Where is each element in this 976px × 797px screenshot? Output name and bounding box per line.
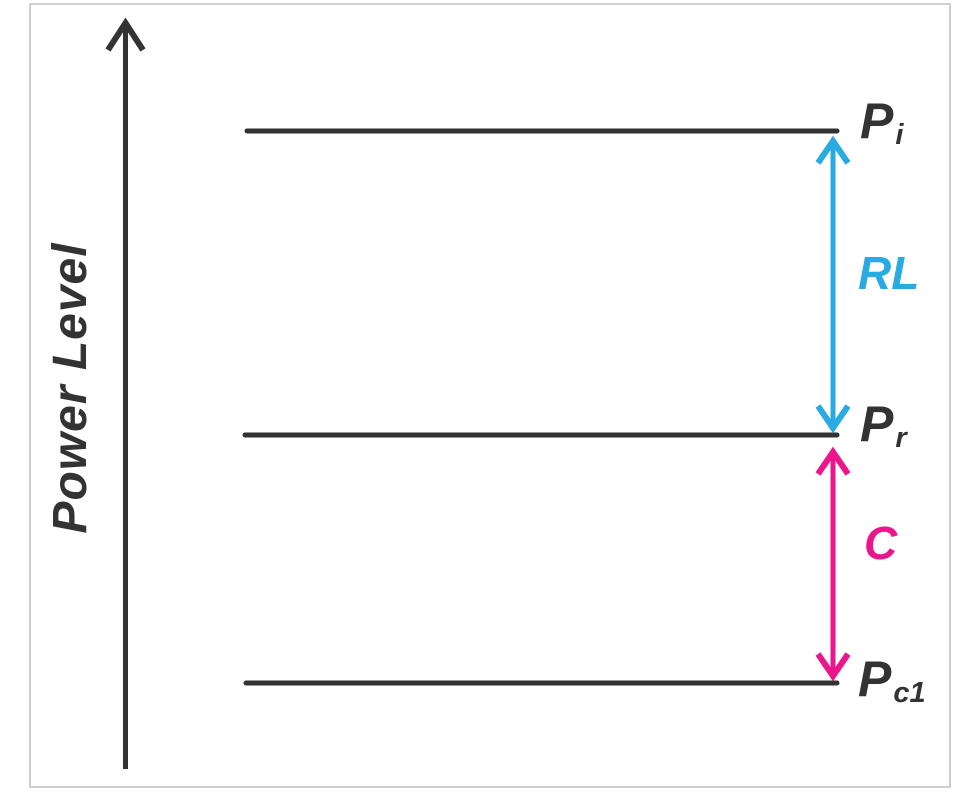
pi-label-main: P — [860, 93, 894, 149]
c-arrowhead-up-icon — [815, 446, 851, 476]
power-axis-arrowhead-icon — [105, 17, 146, 52]
diagram-frame — [29, 3, 951, 788]
c-arrow — [815, 446, 851, 682]
coupling-label: C — [864, 517, 898, 569]
c-arrowhead-down-icon — [815, 652, 851, 682]
pr-label: Pr — [860, 396, 907, 453]
pc1-label-main: P — [858, 651, 892, 707]
pi-label-sub: i — [895, 119, 904, 152]
rl-arrow — [815, 135, 851, 434]
rl-arrowhead-up-icon — [815, 135, 851, 165]
power-level-axis-label: Power Level — [44, 242, 97, 534]
power-axis — [105, 17, 146, 769]
pr-label-sub: r — [895, 422, 907, 455]
pr-label-main: P — [860, 396, 894, 452]
return-loss-label: RL — [858, 247, 920, 299]
rl-arrowhead-down-icon — [815, 404, 851, 434]
pc1-label: Pc1 — [858, 651, 926, 708]
pi-label: Pi — [860, 93, 903, 150]
pc1-label-sub: c1 — [893, 677, 926, 710]
